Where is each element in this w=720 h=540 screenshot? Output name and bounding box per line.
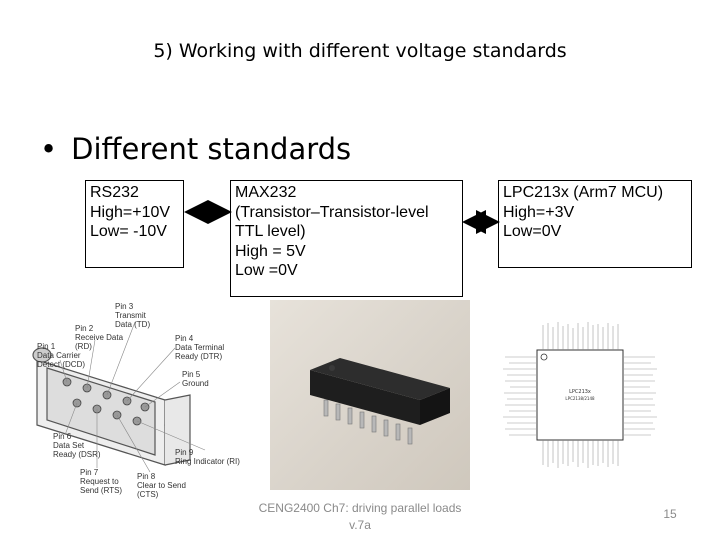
- max232-line-2: (Transistor–Transistor-level: [235, 203, 429, 221]
- lpc-line-1: LPC213x (Arm7 MCU): [503, 184, 664, 201]
- dip-chip-drawing: [310, 358, 450, 445]
- bullet-text: Different standards: [71, 132, 352, 166]
- rs232-line-1: RS232: [90, 184, 139, 201]
- max232-line-1: MAX232: [235, 184, 297, 201]
- db9-label-pin8: Pin 8 Clear to Send (CTS): [137, 472, 186, 499]
- max232-line-3: TTL level): [235, 223, 306, 240]
- db9-label-pin2: Pin 2 Receive Data (RD): [75, 324, 124, 351]
- slide-footer: CENG2400 Ch7: driving parallel loads v.7…: [250, 500, 470, 534]
- footer-line-1: CENG2400 Ch7: driving parallel loads: [258, 501, 462, 515]
- rs232-line-3: Low= -10V: [90, 223, 167, 240]
- max232-chip-photo: [270, 300, 470, 490]
- db9-label-pin6: Pin 6 Data Set Ready (DSR): [53, 432, 101, 459]
- max232-line-5: Low =0V: [235, 262, 298, 279]
- db9-label-pin9: Pin 9 Ring Indicator (RI): [175, 448, 240, 466]
- db9-label-pin3: Pin 3 Transmit Data (TD): [115, 302, 151, 329]
- lpc213x-box: LPC213x (Arm7 MCU) High=+3V Low=0V: [498, 180, 692, 268]
- lpc-line-3: Low=0V: [503, 223, 562, 240]
- db9-connector-drawing: [32, 321, 206, 473]
- max232-box: MAX232 (Transistor–Transistor-level TTL …: [230, 180, 463, 297]
- bullet-item: • Different standards: [40, 132, 351, 166]
- chip-label-line-1: LPC213x: [569, 389, 591, 395]
- footer-line-2: v.7a: [349, 518, 371, 532]
- db9-label-pin5: Pin 5 Ground: [182, 370, 209, 388]
- lqfp-package-drawing: LPC213x LPC2138/2148: [503, 322, 657, 468]
- lpc-line-2: High=+3V: [503, 203, 575, 221]
- rs232-line-2: High=+10V: [90, 203, 171, 221]
- chip-label-line-2: LPC2138/2148: [565, 396, 595, 401]
- db9-label-pin4: Pin 4 Data Terminal Ready (DTR): [175, 334, 225, 361]
- max232-line-4: High = 5V: [235, 242, 306, 260]
- rs232-box: RS232 High=+10V Low= -10V: [85, 180, 184, 268]
- db9-connector-figure: Pin 3 Transmit Data (TD) Pin 2 Receive D…: [25, 300, 265, 500]
- db9-label-pin7: Pin 7 Request to Send (RTS): [80, 468, 123, 495]
- db9-label-pin1: Pin 1 Data Carrier Detect (DCD): [37, 342, 86, 369]
- page-number: 15: [663, 507, 677, 521]
- lpc213x-pinout-figure: LPC213x LPC2138/2148: [495, 305, 695, 475]
- bullet-symbol: •: [40, 132, 58, 166]
- slide-title: 5) Working with different voltage standa…: [153, 40, 567, 62]
